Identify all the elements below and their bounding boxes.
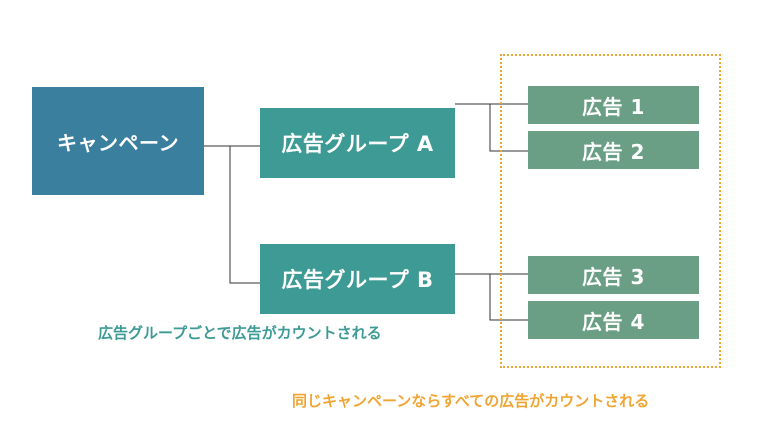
ad-group-a-label: 広告グループ A <box>281 132 434 156</box>
ad-3-label: 広告 3 <box>582 264 645 289</box>
ad-2-label: 広告 2 <box>582 139 645 164</box>
connector-group-a-to-ads <box>455 103 528 152</box>
ad-2-box: 広告 2 <box>528 131 699 169</box>
ad-group-b-box: 広告グループ B <box>260 244 455 314</box>
connector-group-b-to-ads <box>455 273 528 321</box>
per-campaign-note: 同じキャンペーンならすべての広告がカウントされる <box>292 392 650 410</box>
ad-4-label: 広告 4 <box>582 309 645 334</box>
connector-campaign-to-groups <box>204 145 260 284</box>
same-campaign-highlight-box <box>500 54 721 368</box>
per-group-note: 広告グループごとで広告がカウントされる <box>98 324 382 342</box>
ad-group-b-label: 広告グループ B <box>281 268 434 292</box>
ad-4-box: 広告 4 <box>528 301 699 339</box>
campaign-label: キャンペーン <box>57 130 179 155</box>
ad-1-label: 広告 1 <box>582 94 645 119</box>
ad-group-a-box: 広告グループ A <box>260 108 455 178</box>
campaign-box: キャンペーン <box>32 87 204 195</box>
ad-1-box: 広告 1 <box>528 86 699 124</box>
ad-3-box: 広告 3 <box>528 256 699 294</box>
